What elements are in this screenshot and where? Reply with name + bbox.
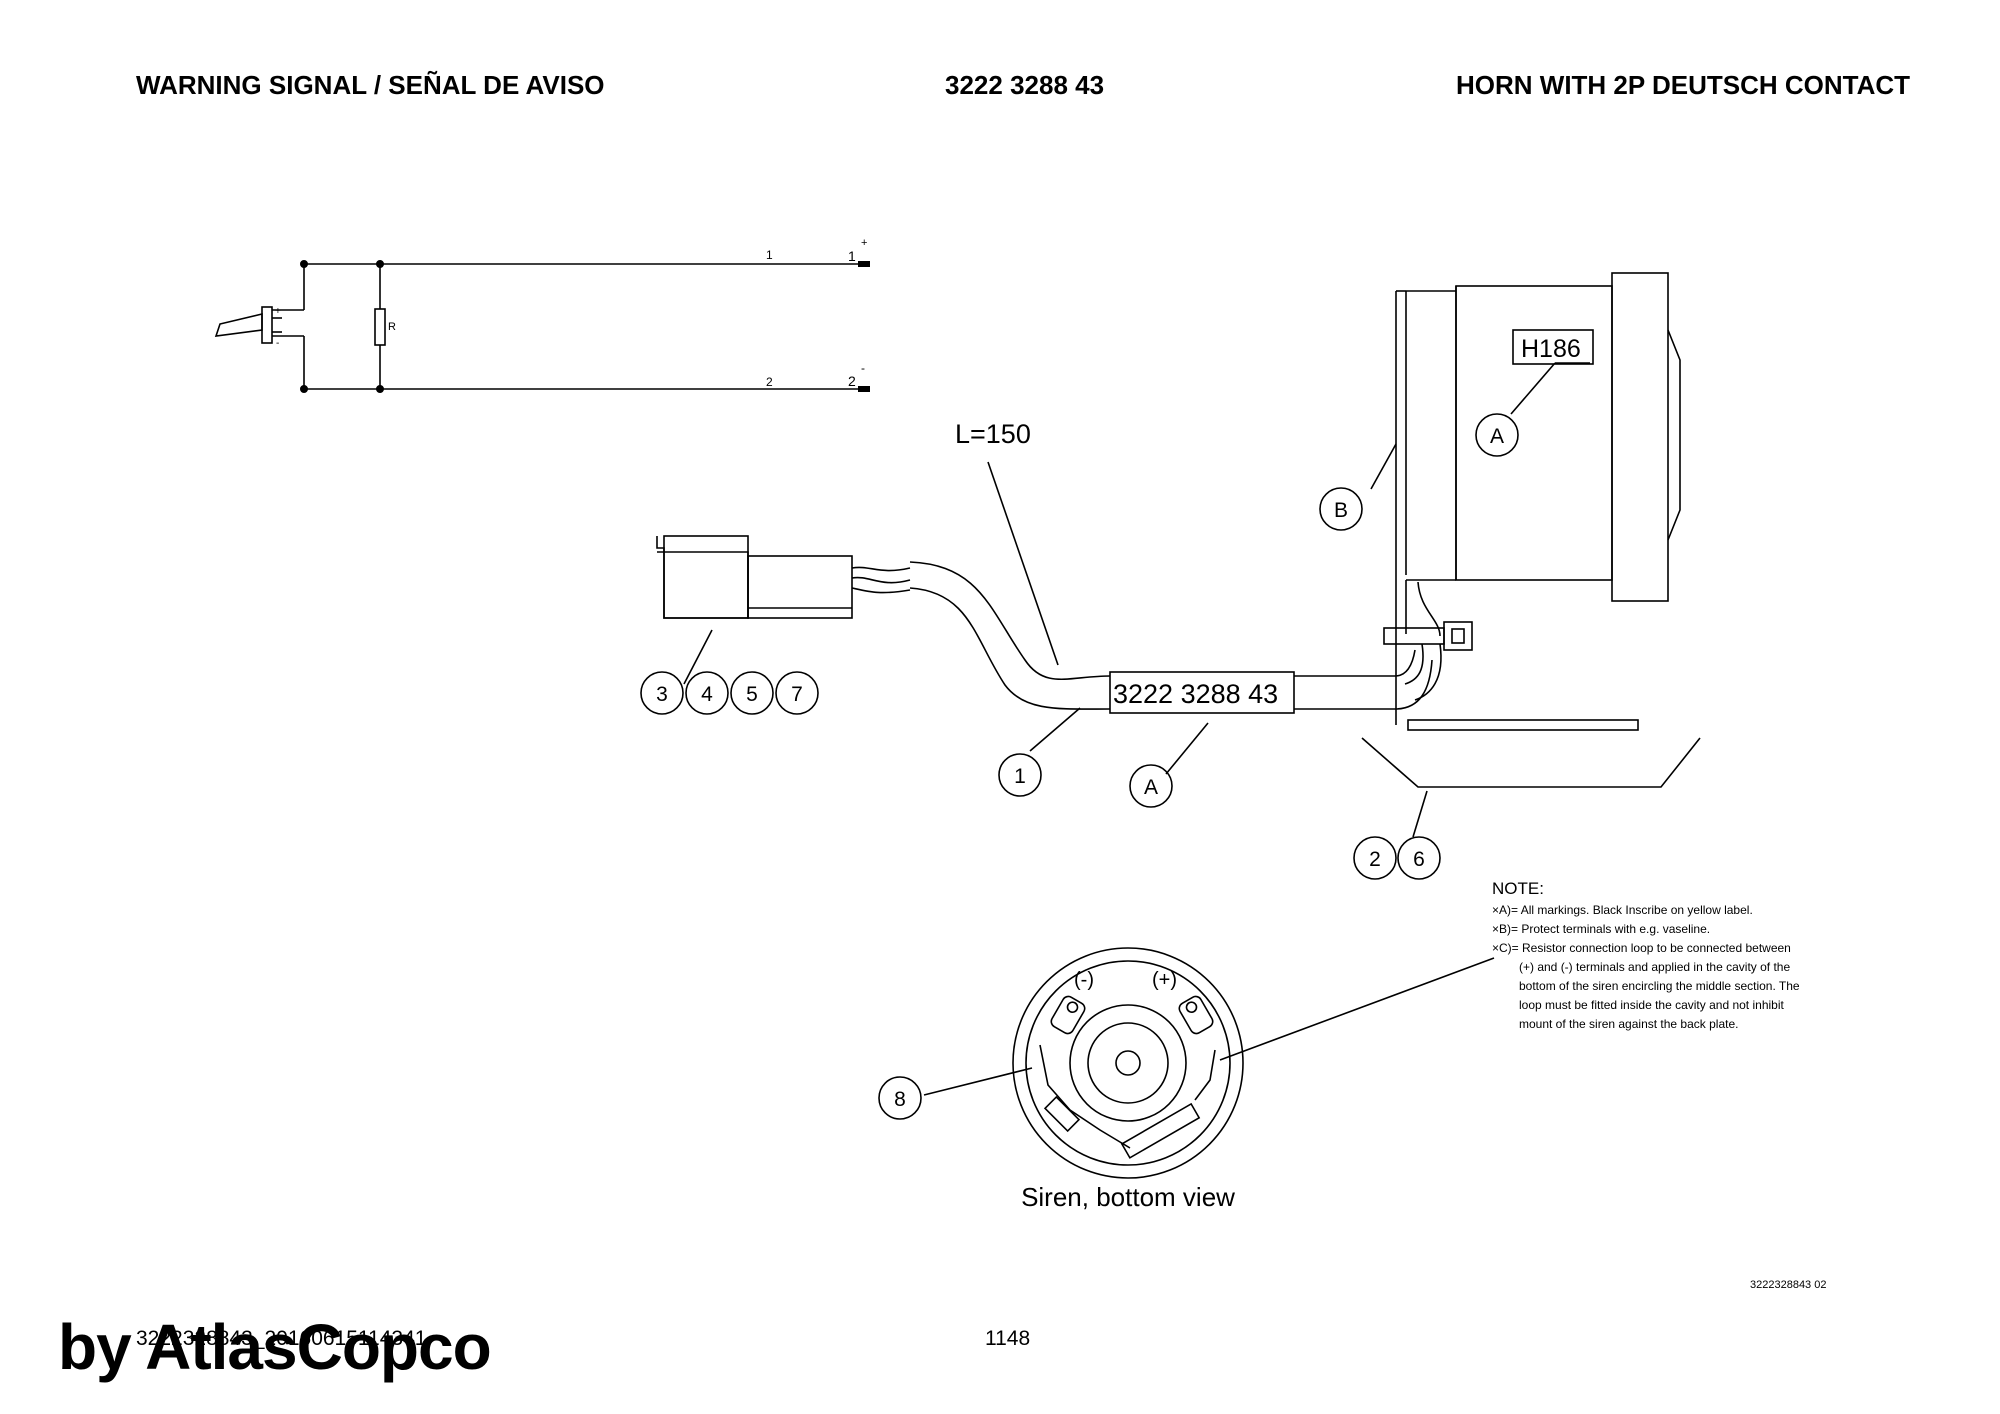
- callout-3: 3: [656, 683, 668, 706]
- horn-minus-sign: -: [276, 338, 279, 349]
- cable-part-label: 3222 3288 43: [1113, 679, 1278, 709]
- siren-bottom-view: [1012, 947, 1244, 1179]
- resistor-label: R: [388, 321, 396, 333]
- callout-1: 1: [1014, 765, 1026, 788]
- note-line: bottom of the siren encircling the middl…: [1519, 979, 1800, 993]
- note-title: NOTE:: [1492, 879, 1544, 898]
- footer-file-id: 3222328843_20160615114341: [136, 1327, 427, 1350]
- terminal-1: [858, 261, 870, 267]
- callout-4: 4: [701, 683, 713, 706]
- brand-watermark: by AtlasCopco: [58, 1311, 492, 1383]
- horn-plus-sign: +: [275, 306, 281, 317]
- resistor-symbol: [374, 308, 386, 346]
- callout-balloons: [640, 413, 1519, 1120]
- callout-8: 8: [894, 1088, 906, 1111]
- mounting-plate: [1361, 737, 1701, 788]
- wire-2-label: 2: [766, 375, 773, 389]
- callout-7: 7: [791, 683, 803, 706]
- callout-6: 6: [1413, 848, 1425, 871]
- note-line: ×A)= All markings. Black Inscribe on yel…: [1492, 903, 1753, 917]
- notes-block: NOTE: ×A)= All markings. Black Inscribe …: [1492, 879, 1800, 1031]
- wiring-schematic: [214, 259, 870, 393]
- siren-caption: Siren, bottom view: [1021, 1182, 1235, 1212]
- deutsch-connector: [656, 535, 853, 619]
- wire-1-label: 1: [766, 248, 773, 262]
- siren-minus-label: (-): [1074, 969, 1094, 991]
- leader-lines: [683, 362, 1590, 1096]
- callout-2: 2: [1369, 848, 1381, 871]
- callout-a-horn: A: [1490, 425, 1504, 448]
- note-line: loop must be fitted inside the cavity an…: [1519, 998, 1784, 1012]
- terminal-2-number: 2: [848, 373, 856, 389]
- document-reference: 3222328843 02: [1750, 1279, 1826, 1291]
- header-part-number: 3222 3288 43: [945, 70, 1105, 100]
- callout-5: 5: [746, 683, 758, 706]
- terminal-1-sign: +: [861, 237, 867, 249]
- cable-tie: [1383, 627, 1445, 645]
- header-title: WARNING SIGNAL / SEÑAL DE AVISO: [136, 70, 605, 100]
- siren-plus-label: (+): [1152, 969, 1177, 991]
- horn-label: H186: [1521, 335, 1581, 363]
- callout-a-cable: A: [1144, 776, 1158, 799]
- note-line: (+) and (-) terminals and applied in the…: [1519, 960, 1790, 974]
- note-line: mount of the siren against the back plat…: [1519, 1017, 1738, 1031]
- header-description: HORN WITH 2P DEUTSCH CONTACT: [1456, 70, 1911, 100]
- note-line: ×C)= Resistor connection loop to be conn…: [1492, 941, 1791, 955]
- terminal-2-sign: -: [861, 361, 865, 375]
- terminal-2: [858, 386, 870, 392]
- horn-label-box: [1512, 329, 1594, 365]
- horn-symbol: [214, 306, 282, 344]
- terminal-1-number: 1: [848, 248, 856, 264]
- cable-harness: [851, 561, 1433, 714]
- length-label: L=150: [955, 419, 1031, 449]
- footer-page-number: 1148: [985, 1327, 1031, 1350]
- cable-label-sleeve: [1109, 671, 1295, 714]
- siren-assembly: [1383, 272, 1681, 731]
- callout-b: B: [1334, 499, 1348, 522]
- note-line: ×B)= Protect terminals with e.g. vaselin…: [1492, 922, 1710, 936]
